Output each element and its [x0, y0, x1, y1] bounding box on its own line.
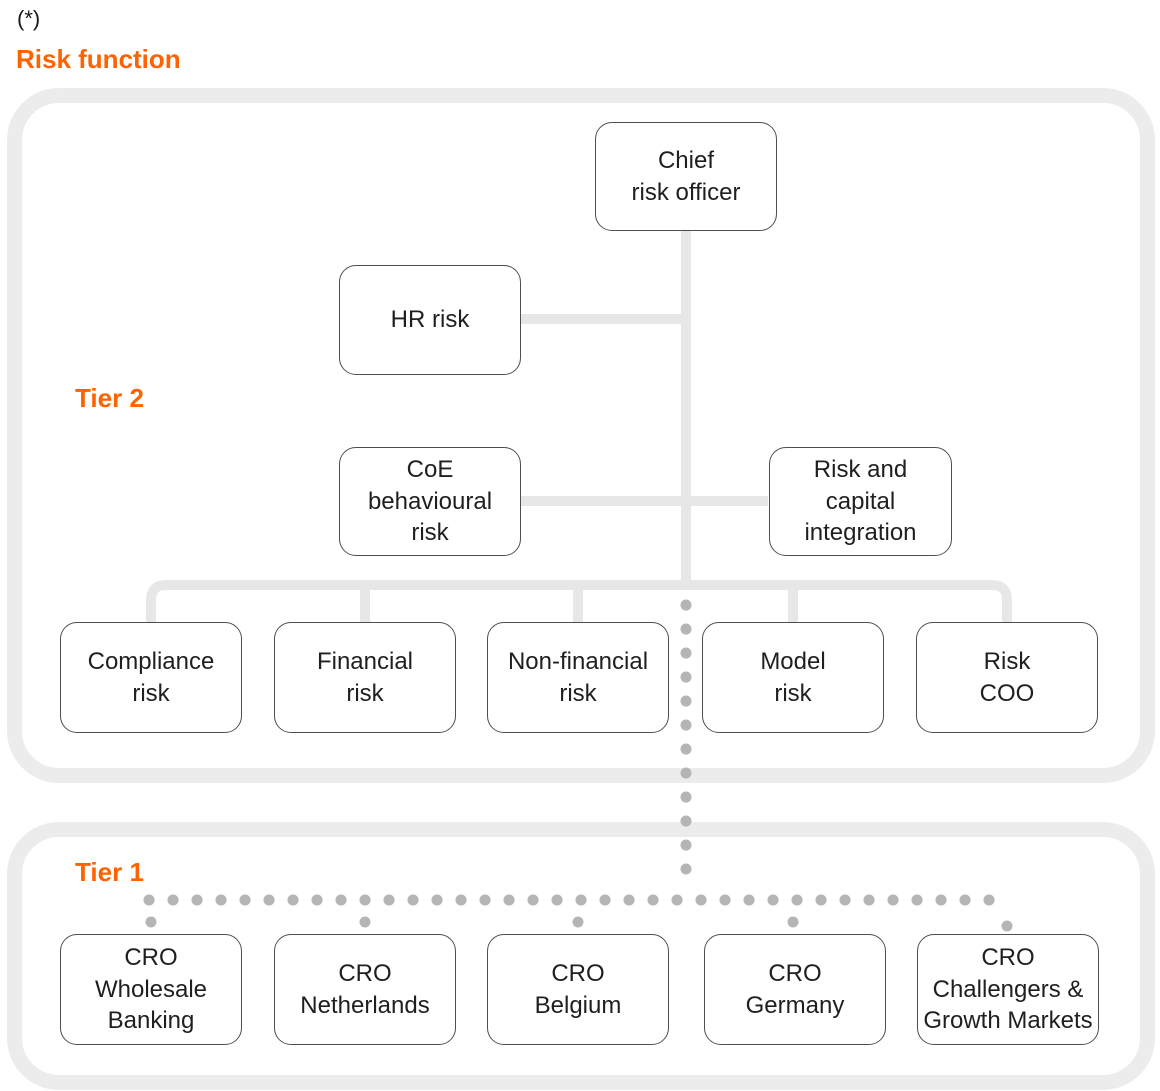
node-non-financial-risk: Non-financial risk	[487, 622, 669, 733]
node-hr-risk: HR risk	[339, 265, 521, 375]
dotted-drop-cro-netherlands	[359, 916, 371, 928]
node-compliance-risk: Compliance risk	[60, 622, 242, 733]
node-cro-germany: CRO Germany	[704, 934, 886, 1045]
footnote-marker: (*)	[17, 6, 41, 31]
node-chief-risk-officer: Chief risk officer	[595, 122, 777, 231]
node-risk-coo: Risk COO	[916, 622, 1098, 733]
node-coe-behavioural-risk: CoE behavioural risk	[339, 447, 521, 556]
connector-tier2-bus	[146, 580, 1012, 623]
node-cro-wholesale-banking: CRO Wholesale Banking	[60, 934, 242, 1045]
node-financial-risk: Financial risk	[274, 622, 456, 733]
dotted-drop-cro-challengers	[1001, 920, 1013, 932]
dotted-drop-cro-germany	[787, 916, 799, 928]
dotted-drop-cro-belgium	[572, 916, 584, 928]
node-model-risk: Model risk	[702, 622, 884, 733]
node-cro-challengers-growth-markets: CRO Challengers & Growth Markets	[917, 934, 1099, 1045]
node-cro-belgium: CRO Belgium	[487, 934, 669, 1045]
dotted-drop-cro-wholesale	[145, 916, 157, 928]
tier1-label: Tier 1	[75, 857, 144, 887]
node-cro-netherlands: CRO Netherlands	[274, 934, 456, 1045]
page-title: Risk function	[16, 44, 181, 74]
node-risk-and-capital-integration: Risk and capital integration	[769, 447, 952, 556]
tier2-label: Tier 2	[75, 383, 144, 413]
